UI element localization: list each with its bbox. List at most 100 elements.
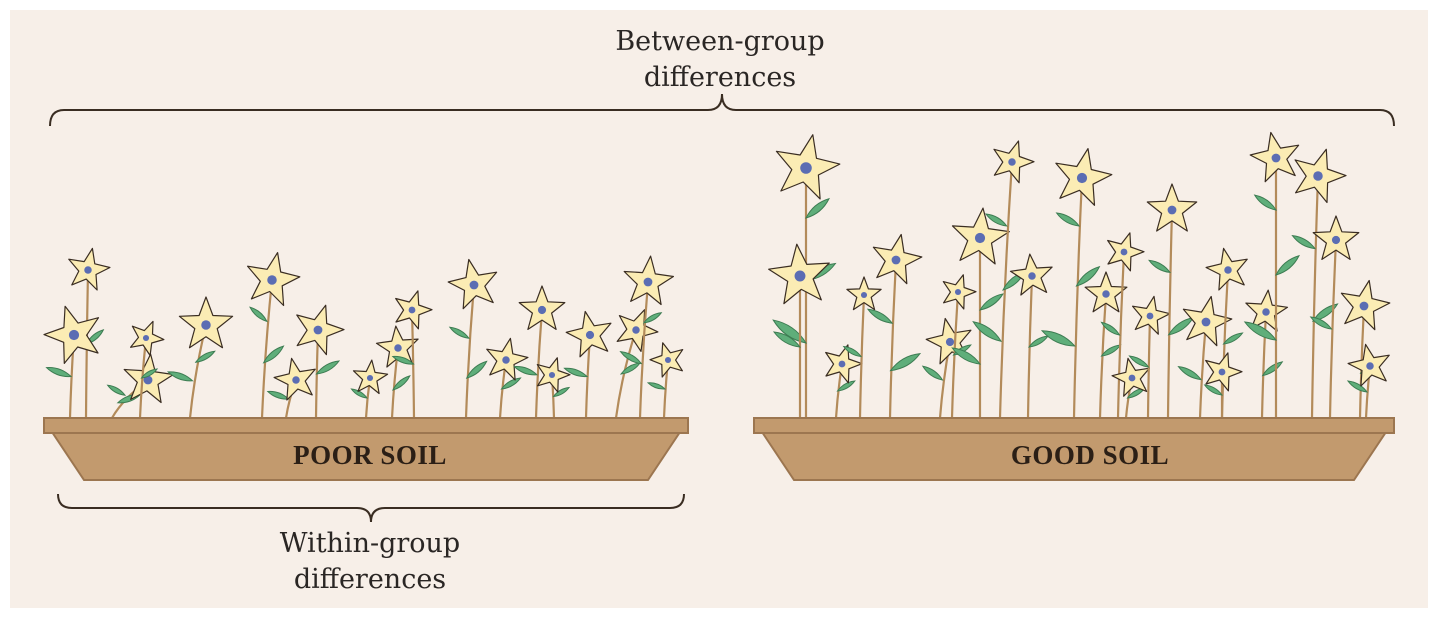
brace-path (57, 493, 685, 523)
poor-soil-planter (43, 417, 689, 481)
leaf (266, 390, 290, 400)
flower-center (142, 334, 150, 342)
flower-plant (1243, 131, 1300, 419)
flower-plant (614, 309, 659, 419)
flower-plant (646, 342, 684, 419)
flower-center (201, 320, 211, 330)
flower-center (143, 375, 153, 385)
between-group-label: Between-group differences (560, 24, 880, 96)
flower-plant (825, 344, 863, 419)
flower-plant (1009, 253, 1053, 419)
flower-center (408, 306, 416, 314)
flower-center (1120, 248, 1128, 256)
leaf (1203, 384, 1224, 396)
stem (638, 281, 650, 419)
leaf (1075, 265, 1101, 287)
flower-plant (619, 255, 675, 419)
leaf (391, 355, 415, 365)
flower-plant (513, 285, 566, 419)
within-group-label-line1: Within-group (279, 528, 461, 559)
flower-plant (536, 357, 571, 419)
flower-plant (350, 359, 389, 419)
leaf (972, 320, 1003, 342)
flower-center (502, 356, 510, 364)
leaf (513, 366, 539, 376)
leaf (262, 345, 285, 364)
flower-plant (1291, 148, 1347, 419)
leaf (642, 312, 663, 324)
between-group-brace (49, 93, 1395, 127)
flower-center (537, 305, 547, 315)
leaf (563, 367, 589, 378)
stem (614, 329, 638, 419)
leaf (984, 213, 1008, 227)
leaf (552, 386, 571, 398)
leaf (106, 384, 127, 396)
flower-center (1146, 312, 1154, 320)
flower-center (794, 270, 806, 282)
stem (1310, 175, 1320, 419)
good-soil-label: GOOD SOIL (1010, 440, 1170, 470)
flower-plant (842, 276, 882, 419)
flower-plant (247, 252, 301, 419)
leaf (1148, 259, 1172, 274)
leaf (45, 367, 73, 378)
flower-plant (43, 305, 100, 419)
flower-center (267, 275, 277, 285)
leaf (166, 371, 194, 382)
within-group-brace (57, 493, 685, 523)
flower-center (891, 255, 901, 265)
flower-center (1359, 301, 1369, 311)
flower-plant (1309, 215, 1360, 419)
flower-center (800, 162, 812, 174)
leaf (1100, 321, 1121, 336)
flower-center (643, 277, 653, 287)
flower-center (974, 232, 986, 244)
flower-center (1028, 272, 1036, 280)
stem (1072, 177, 1084, 419)
flower-plant (130, 320, 165, 419)
flower-center (313, 325, 323, 335)
leaf (646, 382, 667, 390)
flower-center (1271, 153, 1281, 163)
flower-center (1076, 172, 1088, 184)
flower-center (1201, 317, 1211, 327)
leaf (866, 308, 894, 324)
leaf (249, 306, 268, 323)
leaf (921, 365, 944, 381)
leaf (1040, 330, 1076, 347)
flower-plant (447, 258, 498, 419)
leaf (1167, 316, 1195, 336)
leaf (842, 345, 863, 358)
leaf (1291, 234, 1317, 250)
flower-plant (1111, 357, 1151, 419)
stem (888, 259, 898, 419)
flower-center (1331, 235, 1341, 245)
leaf (315, 360, 341, 375)
flower-center (838, 360, 846, 368)
flower-center (1008, 158, 1016, 166)
leaf (1100, 344, 1122, 357)
leaf (772, 319, 808, 344)
flower-center (469, 280, 479, 290)
leaf (772, 331, 802, 348)
leaf (951, 347, 982, 365)
flower-center (632, 326, 640, 334)
stem (998, 161, 1014, 419)
leaf (392, 375, 411, 391)
flower-center (548, 371, 556, 379)
flower-plant (1040, 148, 1113, 419)
good-soil-plants (768, 131, 1391, 419)
flower-plant (1203, 352, 1243, 418)
between-group-label-line1: Between-group (615, 26, 825, 57)
flower-center (84, 266, 92, 274)
stem (1198, 321, 1208, 419)
leaf (978, 293, 1004, 311)
leaf (1261, 361, 1284, 377)
leaf (140, 368, 159, 379)
leaf (805, 197, 830, 219)
flower-center (945, 337, 955, 347)
leaf (1222, 332, 1244, 345)
flower-center (394, 344, 402, 352)
leaf (1177, 365, 1203, 381)
